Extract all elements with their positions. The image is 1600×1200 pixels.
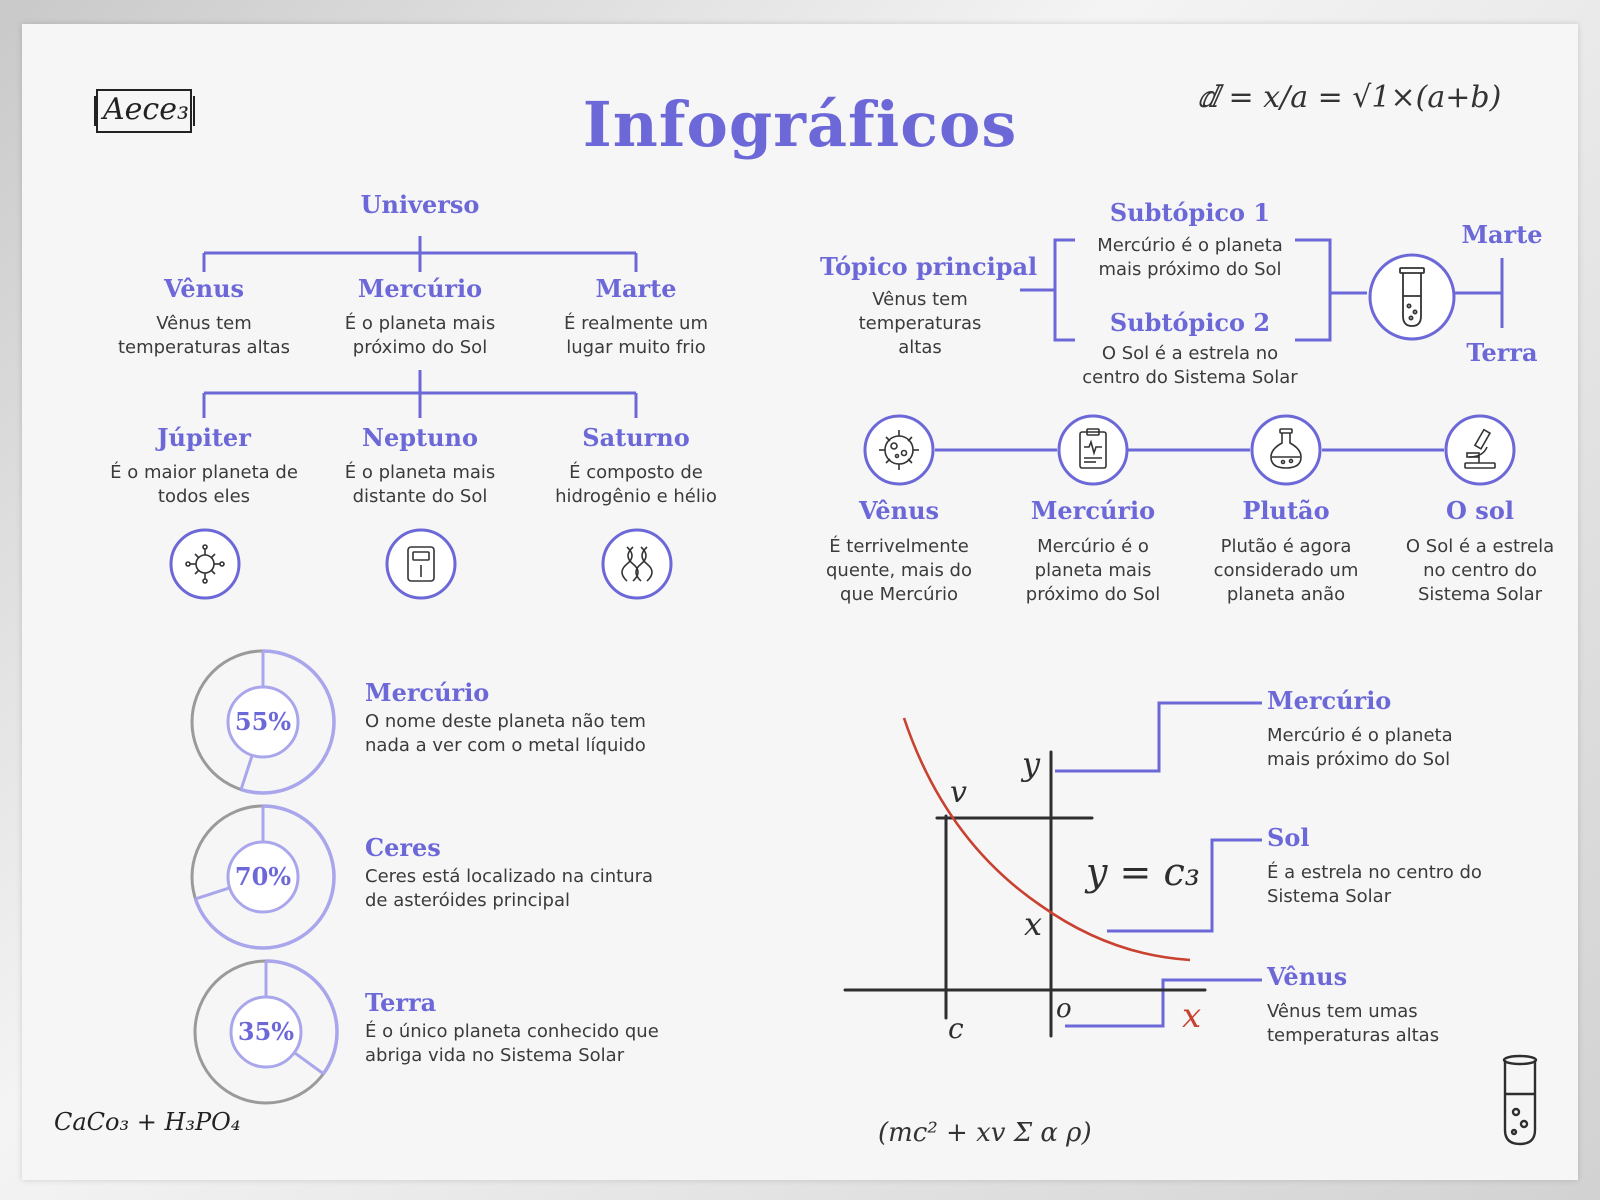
tree-node-text: É realmente um lugar muito frio [563,313,709,358]
tree-node-title: Júpiter [157,423,251,452]
scale-icon [385,528,457,600]
formula-bottom-center: (mc² + xv Σ α ρ) [878,1118,1092,1148]
tree-node-title: Mercúrio [357,274,483,303]
graph-label-x-red: x [1182,996,1202,1036]
tree-node-text: É o planeta mais distante do Sol [344,462,496,507]
donut-title: Terra [365,988,437,1017]
donut-end-divider [195,886,231,901]
donut-end-divider [239,754,254,790]
tree-node-title: Vênus [163,274,245,303]
donut-title: Mercúrio [365,678,490,707]
timeline-text: Plutão é agora considerado um planeta an… [1213,536,1359,605]
subtopic-1-text: Mercúrio é o planeta mais próximo do Sol [1097,235,1283,280]
donut-value-arc [265,959,339,1075]
donut-text: O nome deste planeta não tem nada a ver … [365,711,646,756]
tree-node-text: É o planeta mais próximo do Sol [344,313,496,358]
tree-node-title: Marte [595,274,677,303]
page-title: Infográficos [582,88,1018,161]
donut-end-divider [293,1051,325,1075]
timeline-title: Mercúrio [1030,496,1156,525]
logo: Aece₃ [93,86,197,136]
donut-chart [190,649,336,795]
timeline-text: O Sol é a estrela no centro do Sistema S… [1405,536,1555,605]
formula-top: ⅆ = x/a = √1×(a+b) [1198,80,1502,115]
subtopic-2-title: Subtópico 2 [1109,308,1271,337]
slide-background [22,24,1578,1180]
graph-label-c: c [948,1012,964,1045]
flask-icon [1250,414,1322,486]
graph-curve [902,717,1191,962]
callout-title: Vênus [1267,962,1348,991]
dna-icon [601,528,673,600]
donut-chart [190,804,336,950]
callout-text: Vênus tem umas temperaturas altas [1267,1001,1440,1046]
logo-frame [94,89,195,133]
topic-main-text: Vênus tem temperaturas altas [858,289,982,358]
donut-percent: 35% [237,1017,295,1046]
virus-icon [169,528,241,600]
graph-label-x: x [1024,905,1043,943]
test-tube-decoration-icon [1502,1054,1538,1146]
topic-right-top: Marte [1461,220,1543,249]
logo-text: Aece₃ [103,92,190,127]
tree-node-text: Vênus tem temperaturas altas [117,313,291,358]
donut-title: Ceres [365,833,441,862]
donut-percent: 55% [234,707,292,736]
callout-title: Sol [1267,823,1310,852]
donut-text: Ceres está localizado na cintura de aste… [365,866,654,911]
microscope-icon [1444,414,1516,486]
tree-node-title: Neptuno [362,423,478,452]
donut-value-arc [193,804,336,950]
tree-node-text: É composto de hidrogênio e hélio [555,462,717,507]
timeline-text: Mercúrio é o planeta mais próximo do Sol [1025,536,1161,605]
donut-chart [193,959,339,1105]
donut-value-arc [240,649,336,795]
graph-label-v: v [950,775,967,810]
timeline-title: Plutão [1242,496,1330,525]
donut-percent: 70% [234,862,292,891]
timeline-title: O sol [1446,496,1514,525]
subtopic-1-title: Subtópico 1 [1109,198,1271,227]
clipboard-icon [1057,414,1129,486]
formula-bottom-left: CaCo₃ + H₃PO₄ [54,1108,241,1136]
tree-node-title: Saturno [582,423,690,452]
graph-equation: y = c₃ [1086,850,1200,894]
tree-node-text: É o maior planeta de todos eles [110,462,298,507]
subtopic-2-text: O Sol é a estrela no centro do Sistema S… [1082,343,1298,388]
timeline-text: É terrivelmente quente, mais do que Merc… [826,536,972,605]
callout-text: Mercúrio é o planeta mais próximo do Sol [1267,725,1453,770]
bacteria-icon [863,414,935,486]
test-tube-icon [1368,253,1456,341]
timeline-title: Vênus [858,496,940,525]
graph-label-y: y [1022,745,1041,783]
tree-root: Universo [360,190,480,219]
donut-text: É o único planeta conhecido que abriga v… [365,1021,659,1066]
callout-title: Mercúrio [1267,686,1392,715]
graph-label-o: o [1056,994,1072,1024]
callout-text: É a estrela no centro do Sistema Solar [1267,862,1482,907]
topic-main-title: Tópico principal [820,252,1038,281]
topic-right-bottom: Terra [1466,338,1538,367]
